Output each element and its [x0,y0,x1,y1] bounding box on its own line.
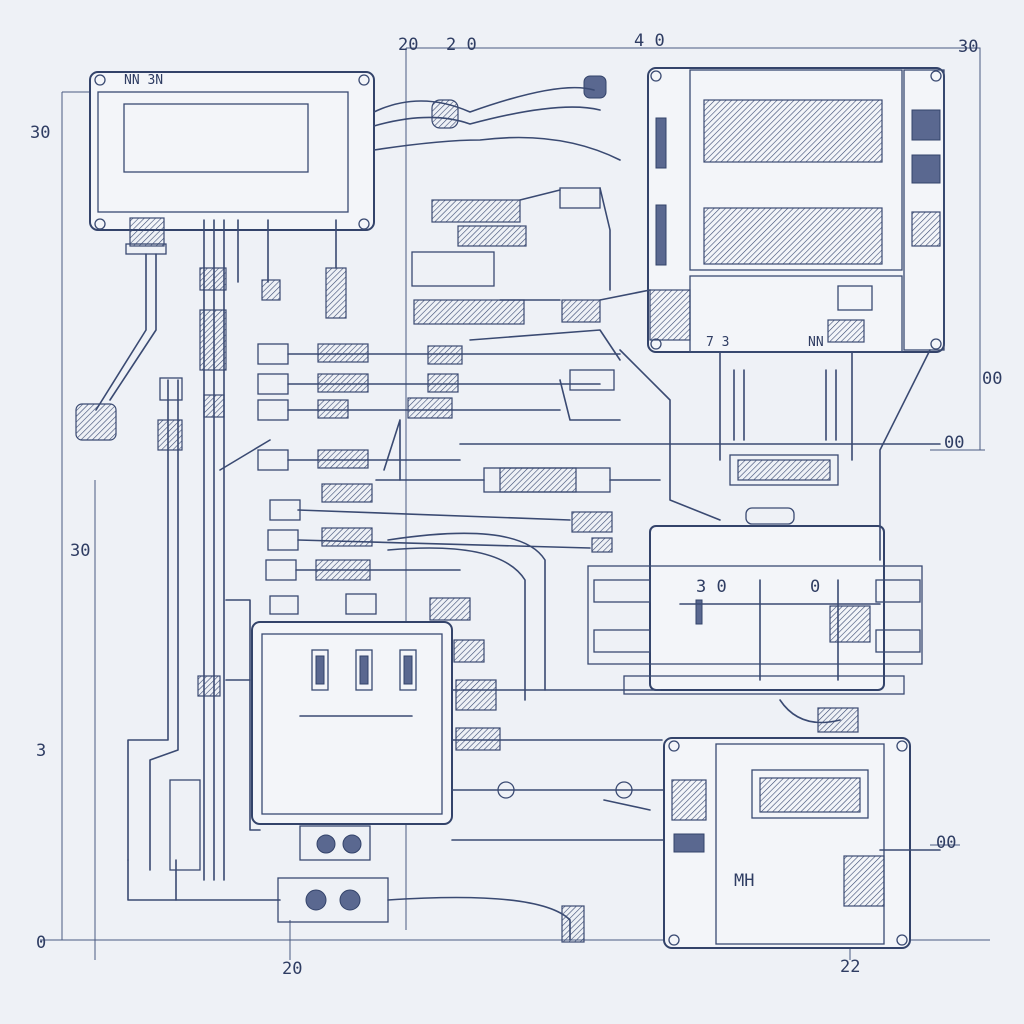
mid-right-panel [587,349,931,695]
label-bottom-left: 20 [282,959,302,979]
label-top-left: 20 [398,35,418,55]
label-top-right: 30 [958,37,978,57]
dimension-labels: 20 2 0 4 0 30 30 30 3 0 00 00 00 20 22 [30,31,1002,979]
label-left-bottom: 0 [36,933,46,953]
terminal-rows [237,219,941,701]
label-top-a: 2 0 [446,35,477,55]
top-left-enclosure [89,71,375,255]
top-left-box-label: NN 3N [124,73,163,88]
label-left-mid: 30 [70,541,90,561]
upper-right-footer-label-a: 7 3 [706,335,729,350]
central-module [251,597,667,943]
bottom-right-enclosure [663,707,911,949]
upper-right-panel [647,67,945,353]
label-bottom-right: 22 [840,957,860,977]
mid-right-panel-label: 3 0 [696,577,727,597]
relay-bracket [719,351,853,486]
mid-right-panel-label-b: 0 [810,577,820,597]
label-left-low: 3 [36,741,46,761]
top-terminal-strips [411,75,607,325]
misc-wiring [197,86,941,851]
label-top-b: 4 0 [634,31,665,51]
label-right-lower: 00 [936,833,956,853]
upper-right-footer-label-b: NN [808,335,824,350]
bottom-right-box-label: MH [734,871,754,891]
component-labels: NN 3N 3 0 0 MH 7 3 NN [124,73,824,891]
label-left-top: 30 [30,123,50,143]
left-cable-bundle [75,219,281,901]
label-right-mid: 00 [944,433,964,453]
label-right-upper: 00 [982,369,1002,389]
